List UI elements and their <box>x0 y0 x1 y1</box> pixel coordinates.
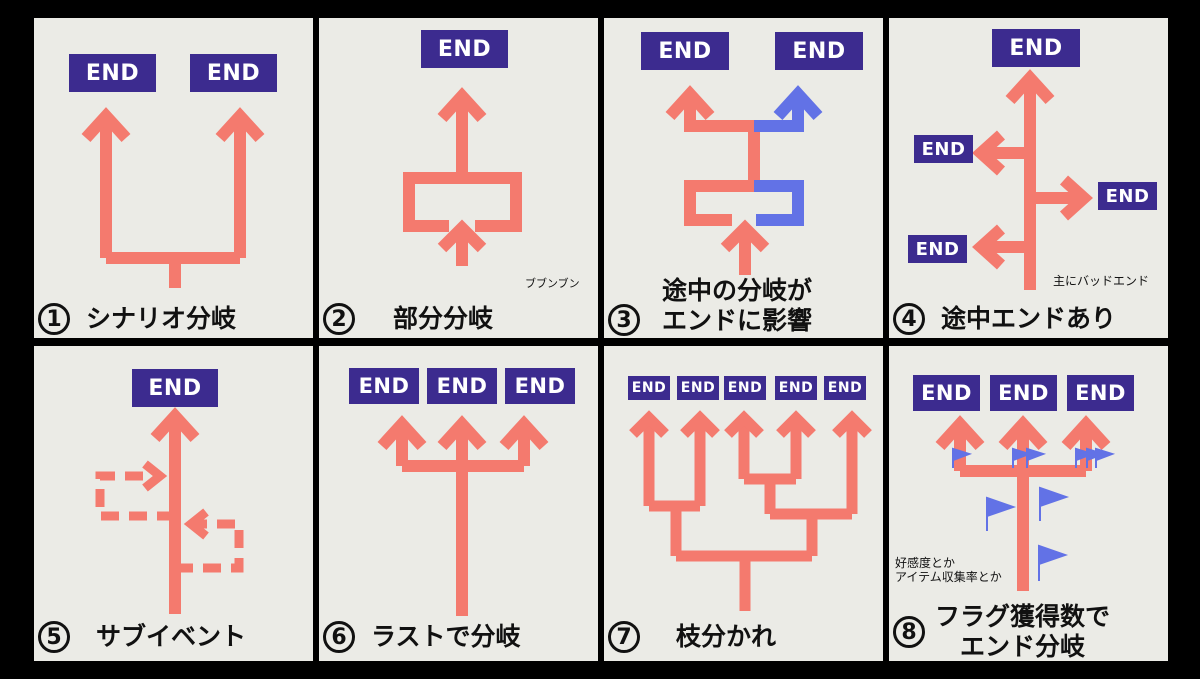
panel-title: 5 サブイベント <box>38 621 246 653</box>
panel-title-text: 枝分かれ <box>676 622 777 651</box>
panel-2-partial-branch: END ブブンブン 2 部分分岐 <box>319 18 598 338</box>
panel-title-text: ラストで分岐 <box>371 622 521 651</box>
end-box: END <box>421 30 508 68</box>
panel-number: 8 <box>893 616 925 648</box>
panel-title: 7 枝分かれ <box>608 621 776 653</box>
end-box: END <box>427 368 497 404</box>
panel-3-midway-branch: END END 3 途中の分岐が エンドに影響 <box>604 18 883 338</box>
end-box: END <box>132 369 218 407</box>
flag-icon <box>986 496 1017 531</box>
flag-icon <box>1012 447 1033 468</box>
panel-title-text: 部分分岐 <box>393 304 494 333</box>
panel-title-line: エンド分岐 <box>960 632 1086 661</box>
flag-icon <box>952 447 973 468</box>
panel-number: 7 <box>608 621 640 653</box>
panel-title-text: シナリオ分岐 <box>86 304 237 333</box>
panel-title: 2 部分分岐 <box>323 303 493 335</box>
branch-diagram-6 <box>377 415 549 616</box>
branch-diagram-4 <box>972 69 1093 290</box>
branch-diagram-1 <box>81 107 265 288</box>
panel-title: 8 フラグ獲得数で エンド分岐 <box>893 602 1110 661</box>
branch-diagram-3 <box>665 85 823 275</box>
panel-number: 1 <box>38 303 70 335</box>
flag-icon <box>1095 447 1116 468</box>
branch-diagram-7 <box>629 410 872 611</box>
annotation-note: 主にバッドエンド <box>1053 274 1150 288</box>
end-box: END <box>349 368 419 404</box>
end-box: END <box>913 375 980 411</box>
panel-title: 6 ラストで分岐 <box>323 621 521 653</box>
end-box: END <box>724 376 766 400</box>
note-line: アイテム収集率とか <box>895 570 1002 584</box>
end-box: END <box>505 368 575 404</box>
panel-number: 6 <box>323 621 355 653</box>
panel-4-midway-endings: END END END END 主にバッドエンド 4 途中エンドあり <box>889 18 1168 338</box>
branch-diagram-5 <box>95 407 244 614</box>
panel-title: 1 シナリオ分岐 <box>38 303 236 335</box>
branch-diagram-2 <box>403 87 522 266</box>
panel-number: 2 <box>323 303 355 335</box>
end-box: END <box>190 54 277 92</box>
annotation-note: ブブンブン <box>525 277 580 290</box>
end-box: END <box>775 32 863 70</box>
branch-diagram-8 <box>935 415 1116 591</box>
end-box: END <box>1098 182 1157 210</box>
end-box: END <box>775 376 817 400</box>
note-line: 好感度とか <box>895 556 956 570</box>
end-box: END <box>990 375 1057 411</box>
end-box: END <box>992 29 1080 67</box>
end-box: END <box>1067 375 1134 411</box>
end-box: END <box>824 376 866 400</box>
panel-title-line: エンドに影響 <box>662 306 813 335</box>
flag-icon <box>1075 447 1096 468</box>
panel-title-text: 途中の分岐が エンドに影響 <box>662 276 812 336</box>
panel-title-line: 途中の分岐が <box>662 276 813 305</box>
end-box: END <box>914 135 973 163</box>
panel-number: 3 <box>608 304 640 336</box>
panel-number: 5 <box>38 621 70 653</box>
panel-title-text: サブイベント <box>96 622 247 651</box>
annotation-note: 好感度とか アイテム収集率とか <box>895 556 1002 584</box>
panel-8-flag-count-branch: END END END 好感度とか アイテム収集率とか 8 フラグ獲得数で エン… <box>889 346 1168 661</box>
panel-6-final-branch: END END END 6 ラストで分岐 <box>319 346 598 661</box>
panel-1-scenario-branch: END END 1 シナリオ分岐 <box>34 18 313 338</box>
end-box: END <box>628 376 670 400</box>
panel-title-text: 途中エンドあり <box>941 304 1117 333</box>
panel-title-line: フラグ獲得数で <box>935 602 1111 631</box>
end-box: END <box>69 54 156 92</box>
panel-5-sub-event: END 5 サブイベント <box>34 346 313 661</box>
panel-number: 4 <box>893 303 925 335</box>
panel-title: 3 途中の分岐が エンドに影響 <box>608 276 812 336</box>
panel-7-tree-branch: END END END END END 7 枝分かれ <box>604 346 883 661</box>
end-box: END <box>641 32 729 70</box>
flag-icon <box>1026 447 1047 468</box>
end-box: END <box>908 235 967 263</box>
flag-icon <box>1038 544 1069 581</box>
end-box: END <box>677 376 719 400</box>
flag-icon <box>1039 486 1070 521</box>
panel-title: 4 途中エンドあり <box>893 303 1116 335</box>
panel-title-text: フラグ獲得数で エンド分岐 <box>935 602 1110 661</box>
